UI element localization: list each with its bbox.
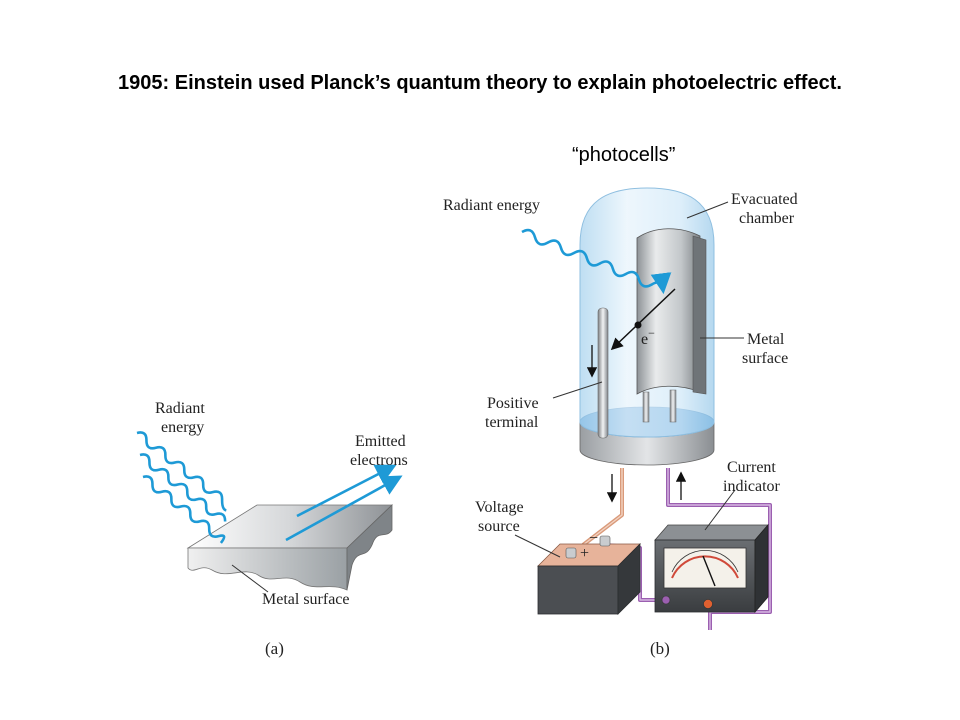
battery-plus: +: [580, 545, 589, 562]
radiant-waves-a: [136, 431, 227, 544]
photocells-subtitle: “photocells”: [572, 144, 676, 166]
label-metal: Metal: [747, 331, 785, 348]
label-surface: surface: [742, 350, 788, 367]
label-chamber: chamber: [739, 210, 795, 227]
plate-post-left: [642, 391, 650, 423]
label-terminal: terminal: [485, 414, 539, 431]
label-indicator: indicator: [723, 478, 781, 495]
slide-title: 1905: Einstein used Planck’s quantum the…: [118, 72, 842, 94]
label-radiant: Radiant: [155, 400, 205, 417]
label-current: Current: [727, 459, 776, 476]
metal-surface-leader: [231, 564, 269, 593]
label-energy: energy: [161, 419, 204, 436]
caption-b: (b): [650, 639, 670, 658]
label-source: source: [478, 518, 520, 535]
label-evacuated: Evacuated: [731, 191, 798, 208]
metal-slab: [186, 504, 393, 591]
meter-needle: [702, 555, 716, 587]
voltage-source: + −: [537, 530, 641, 615]
caption-a: (a): [265, 639, 284, 658]
emitted-electron-arrow-2: [285, 475, 403, 542]
label-radiant-energy-b: Radiant energy: [443, 197, 540, 214]
label-electrons: electrons: [350, 452, 408, 469]
positive-terminal-rod: [597, 307, 609, 439]
label-positive: Positive: [487, 395, 539, 412]
battery-minus: −: [589, 530, 598, 547]
radiant-wave-b: [521, 228, 672, 295]
panel-a: Radiant energy Emitted electrons Metal s…: [136, 400, 408, 658]
panel-b: e− + −: [443, 187, 798, 658]
emitted-electron-arrow-1: [296, 464, 397, 518]
metal-plate: [636, 228, 707, 395]
leader-lines: [514, 201, 744, 558]
electron-path-arrow: [610, 288, 676, 351]
electron-label: e−: [641, 326, 655, 348]
label-metal-surface-a: Metal surface: [262, 591, 350, 608]
plate-post-right: [669, 389, 677, 423]
label-voltage: Voltage: [475, 499, 524, 516]
current-indicator: [654, 523, 769, 614]
label-emitted: Emitted: [355, 433, 406, 450]
